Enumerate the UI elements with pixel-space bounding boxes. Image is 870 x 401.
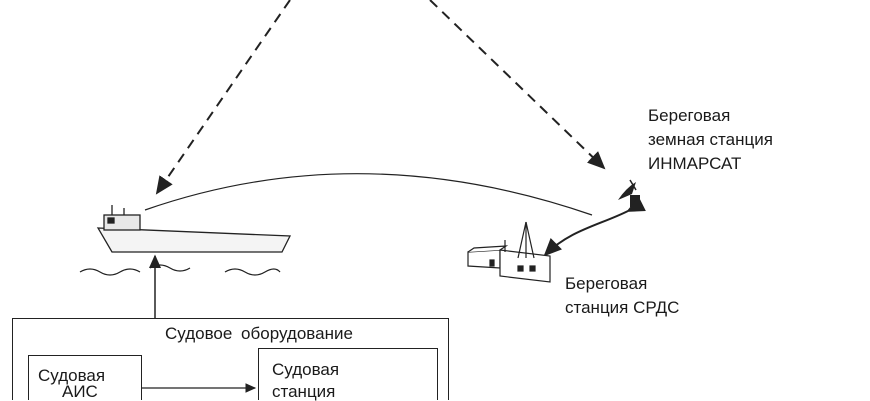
coast-station-label-line1: Береговая bbox=[565, 274, 648, 293]
ship-to-coast-curve bbox=[144, 173, 593, 216]
ship-ais-label-line1: Судовая bbox=[38, 366, 106, 385]
ship-ais-box bbox=[28, 355, 142, 400]
ship-station-label-line2: станция bbox=[272, 382, 336, 401]
satellite-link-to-coast-earth-station bbox=[429, 0, 606, 170]
ship-equipment-box bbox=[12, 318, 449, 400]
coast-earth-station-label-line3: ИНМАРСАТ bbox=[648, 154, 742, 173]
waves-icon bbox=[79, 264, 281, 276]
ship-icon bbox=[96, 205, 292, 253]
earth-station-dish-icon bbox=[618, 179, 640, 207]
coast-station-building-icon bbox=[467, 221, 551, 283]
coast-station-label-line2: станция СРДС bbox=[565, 298, 680, 317]
coast-earth-station-label-line1: Береговая bbox=[648, 106, 731, 125]
ship-ais-label-line2: АИС bbox=[62, 382, 98, 401]
coast-earth-station-label-line2: земная станция bbox=[648, 130, 773, 149]
ship-equipment-label: Судовое оборудование bbox=[165, 324, 353, 343]
satellite-link-to-ship bbox=[155, 0, 291, 195]
ship-station-box bbox=[258, 348, 438, 400]
earth-station-to-coast-station-link bbox=[543, 196, 646, 257]
ship-station-label-line1: Судовая bbox=[272, 360, 340, 379]
